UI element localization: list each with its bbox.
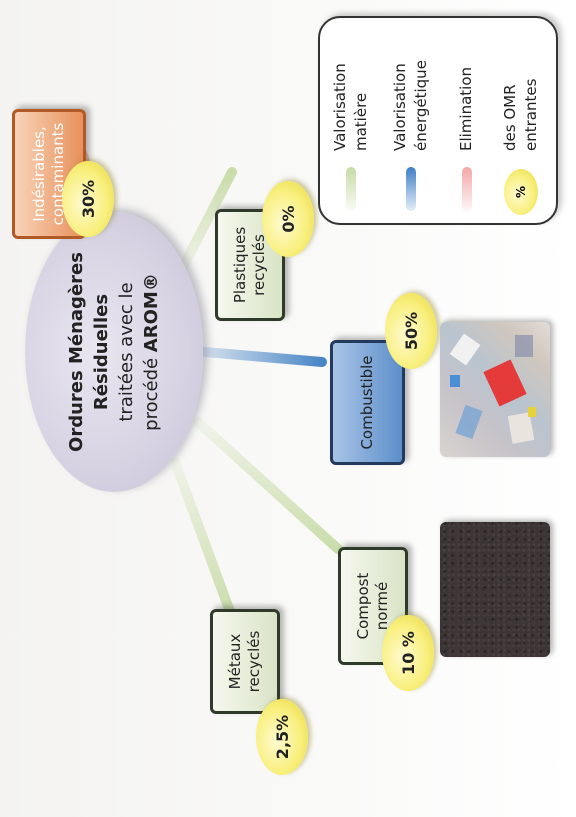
legend-box: Valorisation matière Valorisation énergé… xyxy=(318,16,558,225)
arrow-compost xyxy=(193,417,343,554)
center-line4: procédé AROM® xyxy=(139,273,164,431)
combustible-photo xyxy=(440,322,550,457)
plastiques-line2: recyclés xyxy=(250,234,268,296)
legend-energetique-line2: énergétique xyxy=(412,60,430,151)
legend-row-elimination: Elimination xyxy=(448,18,488,223)
legend-elimination-label: Elimination xyxy=(457,66,475,151)
legend-row-energetique: Valorisation énergétique xyxy=(386,18,436,223)
legend-row-percent: % des OMR entrantes xyxy=(496,18,546,223)
compost-line2: normé xyxy=(373,581,391,631)
metaux-line1: Métaux xyxy=(226,633,244,690)
combustible-label: Combustible xyxy=(358,355,376,450)
legend-elimination-marker xyxy=(462,167,472,211)
legend-energetique-marker xyxy=(406,167,416,211)
center-brand: AROM® xyxy=(141,273,162,353)
arrow-metaux xyxy=(170,457,237,622)
legend-row-matiere: Valorisation matière xyxy=(326,18,376,223)
center-line4-prefix: procédé xyxy=(141,352,162,431)
compost-line1: Compost xyxy=(354,572,372,640)
center-title-line1: Ordures Ménagères xyxy=(66,252,87,452)
legend-matiere-line1: Valorisation xyxy=(331,63,349,151)
pill-metaux-percent: 2,5% xyxy=(256,699,308,775)
arrow-plastiques xyxy=(177,167,237,274)
legend-energetique-line1: Valorisation xyxy=(391,63,409,151)
arrow-combustible xyxy=(200,347,327,367)
legend-entrants-line1: des OMR xyxy=(501,84,519,151)
legend-entrants-line2: entrantes xyxy=(522,78,540,151)
center-title-line2: Résiduelles xyxy=(91,293,112,411)
legend-percent-pill: % xyxy=(504,169,538,215)
center-line3: traitées avec le xyxy=(116,282,137,422)
plastiques-line1: Plastiques xyxy=(231,226,249,304)
pill-indesirables-percent: 30% xyxy=(62,161,114,237)
box-metaux-recycles: Métaux recyclés xyxy=(210,609,280,714)
legend-matiere-line2: matière xyxy=(352,92,370,151)
pill-plastiques-percent: 0% xyxy=(262,181,314,257)
legend-matiere-marker xyxy=(346,167,356,211)
pill-combustible-percent: 50% xyxy=(385,293,437,369)
metaux-line2: recyclés xyxy=(245,630,263,693)
indesirables-line1: Indésirables, xyxy=(30,126,48,222)
pill-compost-percent: 10 % xyxy=(382,615,434,691)
compost-photo xyxy=(440,522,550,657)
center-ellipse: Ordures Ménagères Résiduelles traitées a… xyxy=(25,212,203,492)
